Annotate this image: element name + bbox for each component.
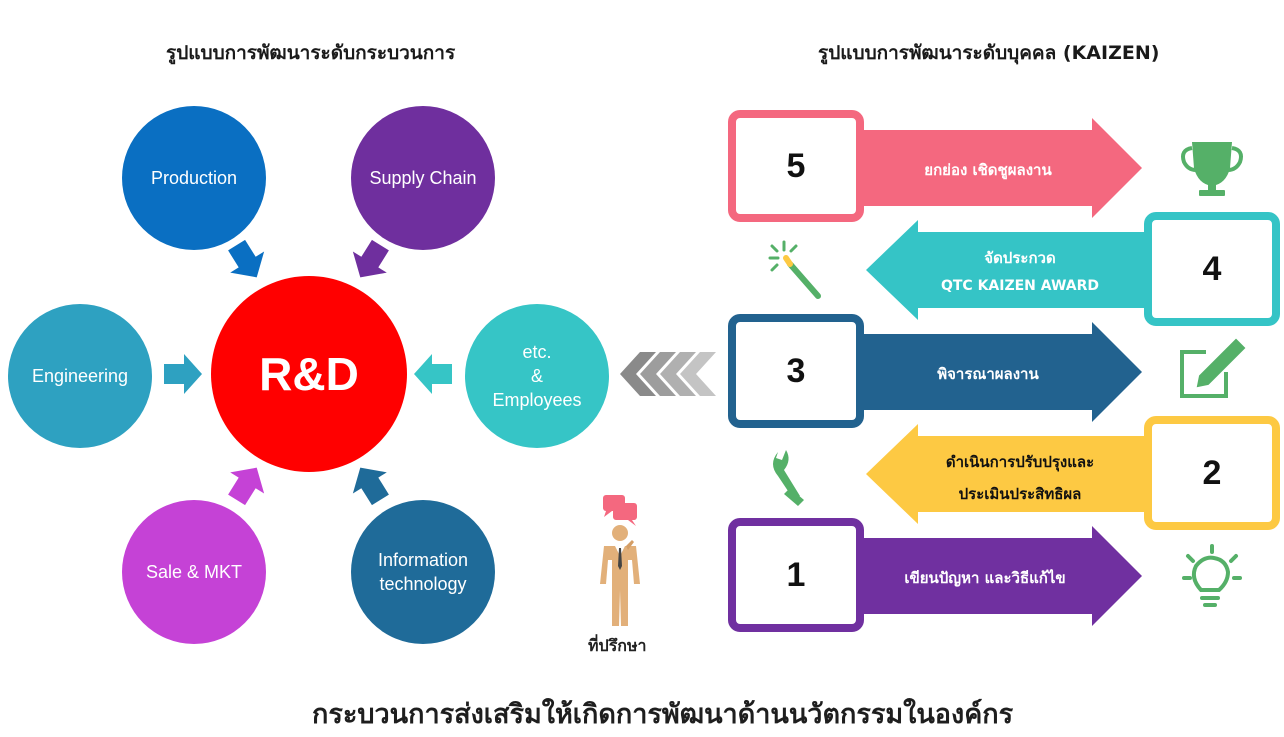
employees-label-line1: etc. bbox=[522, 341, 552, 362]
step-4-number: 4 bbox=[1202, 249, 1222, 288]
arrow-supply-chain-to-rd bbox=[352, 239, 389, 278]
right-heading: รูปแบบการพัฒนาระดับบุคคล (KAIZEN) bbox=[818, 42, 1160, 64]
step-2-number-box: 2 bbox=[1144, 416, 1280, 530]
step-3-number-box: 3 bbox=[728, 314, 864, 428]
step-1-number: 1 bbox=[786, 555, 806, 594]
step-5-number: 5 bbox=[786, 146, 806, 185]
arrow-it-to-rd bbox=[352, 467, 389, 506]
magic-wand-icon bbox=[768, 240, 821, 299]
step-5-text: ยกย่อง เชิดชูผลงาน bbox=[924, 161, 1052, 179]
step-2-text-line2: ประเมินประสิทธิผล bbox=[958, 485, 1082, 503]
chevron-arrows-icon bbox=[620, 352, 716, 396]
step-1-arrow bbox=[862, 526, 1142, 626]
edit-note-icon bbox=[1180, 338, 1246, 398]
wrench-icon bbox=[773, 450, 804, 506]
step-5-number-box: 5 bbox=[728, 110, 864, 222]
it-label-line2: technology bbox=[379, 574, 467, 594]
step-5-arrow bbox=[862, 118, 1142, 218]
employees-label-line3: Employees bbox=[492, 390, 582, 411]
step-4-arrow bbox=[866, 220, 1152, 320]
step-1-number-box: 1 bbox=[728, 518, 864, 632]
circle-supply-chain: Supply Chain bbox=[351, 106, 495, 250]
circle-information-technology: Information technology bbox=[351, 500, 495, 644]
circle-rd-center: R&D bbox=[211, 276, 407, 472]
footer-title: กระบวนการส่งเสริมให้เกิดการพัฒนาด้านนวัต… bbox=[312, 699, 1014, 730]
arrow-sale-mkt-to-rd bbox=[228, 467, 265, 506]
circle-employees: etc. & Employees bbox=[465, 304, 609, 448]
step-3-number: 3 bbox=[786, 351, 806, 390]
employees-label-line2: & bbox=[530, 365, 543, 386]
supply-chain-label: Supply Chain bbox=[369, 167, 477, 188]
step-4-text-line2: QTC KAIZEN AWARD bbox=[940, 278, 1100, 294]
step-2-arrow bbox=[866, 424, 1152, 524]
lightbulb-icon bbox=[1182, 544, 1242, 607]
step-3-text: พิจารณาผลงาน bbox=[937, 365, 1039, 383]
arrow-engineering-to-rd bbox=[164, 354, 202, 394]
step-2-text-line1: ดำเนินการปรับปรุงและ bbox=[945, 453, 1095, 471]
consultant-label: ที่ปรึกษา bbox=[588, 636, 647, 655]
step-3-arrow bbox=[862, 322, 1142, 422]
arrow-employees-to-rd bbox=[414, 354, 452, 394]
arrow-production-to-rd bbox=[228, 239, 265, 278]
consultant-person-icon bbox=[600, 495, 640, 626]
rd-label: R&D bbox=[259, 347, 359, 400]
engineering-label: Engineering bbox=[31, 365, 129, 386]
sale-mkt-label: Sale & MKT bbox=[145, 561, 243, 582]
step-4-text-line1: จัดประกวด bbox=[984, 249, 1056, 267]
left-heading: รูปแบบการพัฒนาระดับกระบวนการ bbox=[166, 42, 456, 64]
circle-production: Production bbox=[122, 106, 266, 250]
it-label-line1: Information bbox=[377, 549, 469, 570]
production-label: Production bbox=[150, 167, 238, 188]
circle-sale-mkt: Sale & MKT bbox=[122, 500, 266, 644]
circle-engineering: Engineering bbox=[8, 304, 152, 448]
trophy-icon bbox=[1181, 142, 1243, 196]
step-2-number: 2 bbox=[1202, 453, 1222, 492]
step-1-text: เขียนปัญหา และวิธีแก้ไข bbox=[904, 569, 1066, 587]
step-4-number-box: 4 bbox=[1144, 212, 1280, 326]
